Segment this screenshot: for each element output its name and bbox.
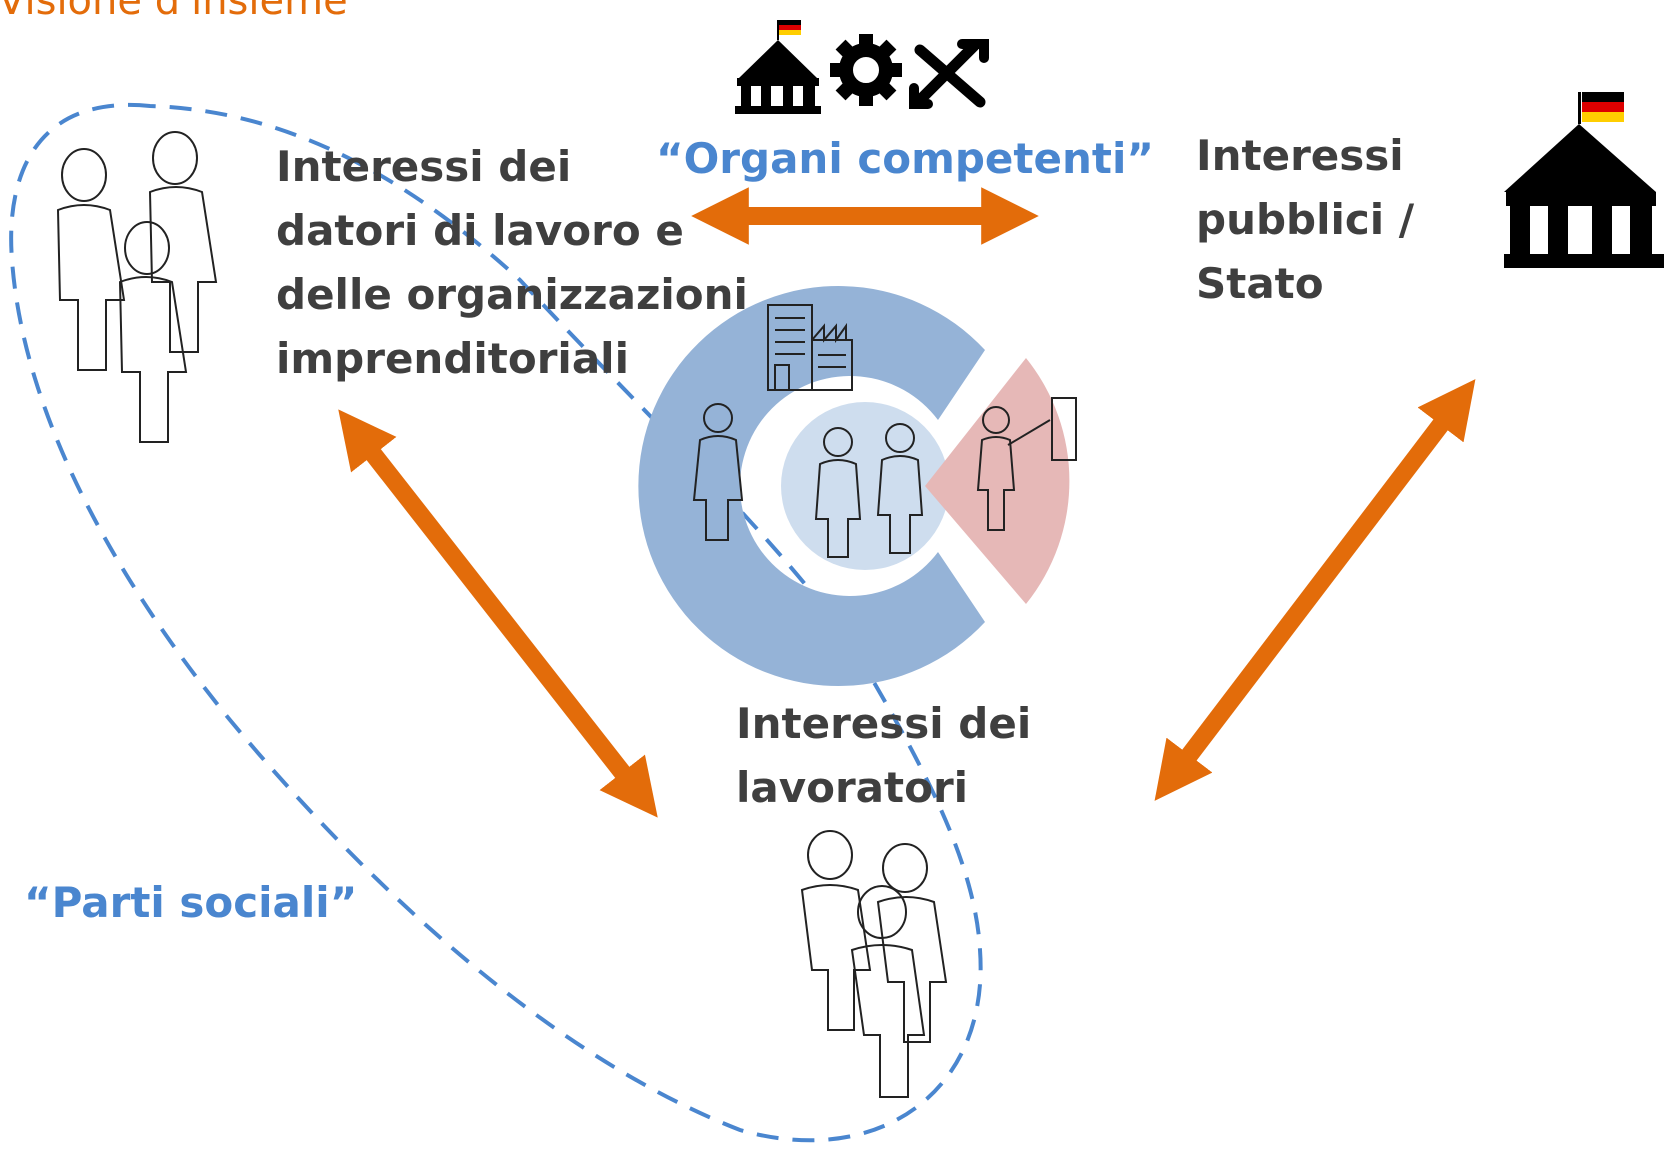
trainer-icon (976, 397, 1077, 531)
workers-interests-label: Interessi dei lavoratori (736, 699, 1032, 812)
donut-blue-segment (638, 285, 985, 686)
state-building-icon (1504, 92, 1664, 268)
public-interests-label: Interessi pubblici / Stato (1196, 131, 1415, 308)
top-icon-group (735, 20, 989, 114)
factory-icon (767, 304, 853, 391)
social-partners-label: “Parti sociali” (24, 878, 358, 927)
german-flag-icon (779, 20, 801, 35)
tools-icon (909, 39, 989, 109)
donut-red-segment (925, 358, 1070, 604)
competent-bodies-label: “Organi competenti” (656, 134, 1154, 183)
employer-group-icon (56, 131, 218, 443)
page-title: Visione d'insieme (0, 0, 348, 24)
employers-interests-label: Interessi dei datori di lavoro e delle o… (276, 142, 748, 383)
gear-icon (830, 34, 902, 106)
government-building-icon (735, 20, 821, 114)
german-flag-icon (1582, 92, 1624, 122)
arrow-state-workers (1154, 379, 1476, 801)
arrow-employers-workers (338, 409, 658, 818)
social-partners-ellipse (9, 102, 983, 1143)
worker-group-icon (800, 830, 948, 1098)
dual-system-donut-icon (638, 285, 1077, 686)
